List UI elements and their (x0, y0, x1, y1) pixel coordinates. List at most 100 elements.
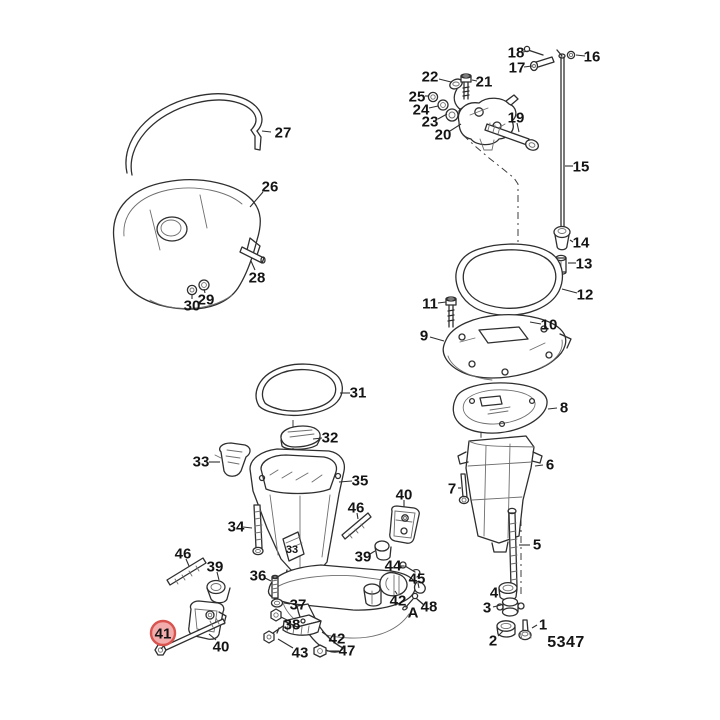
callout-number: 40 (396, 486, 413, 503)
callout-14[interactable]: 14 (569, 234, 590, 251)
callout-number: 23 (422, 113, 439, 130)
callout-number: 21 (476, 73, 493, 90)
callout-12[interactable]: 12 (561, 286, 593, 303)
callout-number: 33 (193, 453, 210, 470)
callout-10[interactable]: 10 (529, 316, 557, 333)
callout-number: 22 (422, 68, 439, 85)
callout-42[interactable]: 42 (390, 590, 407, 609)
callout-13[interactable]: 13 (568, 255, 592, 272)
callout-number: 46 (175, 545, 192, 562)
callout-19[interactable]: 19 (508, 109, 525, 133)
callout-7[interactable]: 7 (448, 480, 461, 497)
callout-35[interactable]: 35 (338, 472, 368, 489)
callout-40[interactable]: 40 (208, 633, 229, 655)
callout-number: 46 (348, 499, 365, 516)
callout-number: 37 (290, 596, 307, 613)
callout-23[interactable]: 23 (422, 113, 448, 130)
leader-line (208, 633, 217, 641)
callout-number: 20 (435, 126, 452, 143)
leader-line (471, 79, 478, 82)
callout-number: 42 (329, 630, 346, 647)
callout-34[interactable]: 34 (228, 518, 253, 535)
parts-drawing (112, 45, 576, 658)
callout-16[interactable]: 16 (575, 48, 600, 65)
callout-39[interactable]: 39 (355, 548, 376, 565)
leader-line (534, 464, 544, 467)
callout-number: 45 (409, 570, 426, 587)
callout-28[interactable]: 28 (249, 260, 266, 286)
leader-line (498, 589, 501, 593)
callout-31[interactable]: 31 (340, 384, 366, 401)
callout-11[interactable]: 11 (422, 295, 447, 312)
callout-33[interactable]: 33 (193, 453, 220, 470)
highlight-circle (149, 619, 177, 647)
callout-4[interactable]: 4 (490, 584, 501, 601)
callout-number: 36 (250, 567, 267, 584)
callout-number: 9 (420, 327, 428, 344)
callout-number: 43 (292, 644, 309, 661)
callout-8[interactable]: 8 (547, 399, 568, 416)
callout-30[interactable]: 30 (184, 294, 201, 314)
callout-number: 26 (262, 178, 279, 195)
callout-43[interactable]: 43 (277, 638, 309, 661)
callout-number: 8 (560, 399, 568, 416)
part-shift-linkage (427, 45, 576, 232)
callout-32[interactable]: 32 (312, 429, 339, 446)
leader-line (280, 616, 288, 621)
leader-line (283, 602, 291, 605)
callout-39[interactable]: 39 (207, 558, 224, 581)
leader-line (429, 336, 445, 342)
callout-37[interactable]: 37 (283, 596, 307, 613)
callout-44[interactable]: 44 (385, 557, 404, 574)
callout-number: 29 (198, 291, 215, 308)
callout-number: 1 (539, 616, 547, 633)
callout-number: 30 (184, 297, 201, 314)
callout-27[interactable]: 27 (261, 124, 291, 141)
leader-line (575, 54, 586, 57)
leader-line (216, 571, 220, 581)
callout-6[interactable]: 6 (534, 456, 554, 473)
callout-45[interactable]: 45 (409, 570, 426, 589)
callout-20[interactable]: 20 (435, 123, 462, 143)
callout-A[interactable]: A (408, 604, 419, 621)
callout-15[interactable]: 15 (565, 158, 589, 175)
callout-3[interactable]: 3 (483, 599, 502, 616)
callout-42[interactable]: 42 (321, 630, 346, 647)
leader-line (261, 130, 272, 133)
callout-1[interactable]: 1 (531, 616, 547, 633)
callout-2[interactable]: 2 (489, 630, 504, 649)
callout-22[interactable]: 22 (422, 68, 452, 85)
callout-36[interactable]: 36 (250, 567, 272, 584)
leader-line (531, 624, 538, 629)
callout-24[interactable]: 24 (413, 101, 439, 118)
part-cowl-seal (125, 93, 263, 176)
callout-9[interactable]: 9 (420, 327, 445, 344)
callout-40[interactable]: 40 (396, 486, 413, 507)
callout-number: 41 (155, 625, 172, 642)
callout-33[interactable]: 33 (286, 544, 298, 556)
part-exhaust-plate (452, 382, 548, 434)
callout-number: 48 (421, 598, 438, 615)
callout-41[interactable]: 41 (149, 619, 177, 650)
callout-47[interactable]: 47 (327, 642, 355, 659)
callout-48[interactable]: 48 (417, 598, 438, 615)
callout-number: 18 (508, 44, 525, 61)
callout-46[interactable]: 46 (348, 499, 365, 520)
leader-line (492, 604, 502, 608)
part-mounts-left (154, 504, 264, 656)
callout-46[interactable]: 46 (175, 545, 192, 567)
callout-29[interactable]: 29 (198, 288, 215, 308)
leader-line (417, 599, 424, 605)
callout-17[interactable]: 17 (509, 59, 533, 76)
callout-number: 24 (413, 101, 430, 118)
leader-line (438, 78, 452, 83)
callout-5[interactable]: 5 (519, 536, 541, 553)
callout-26[interactable]: 26 (249, 178, 279, 208)
callout-21[interactable]: 21 (471, 73, 493, 90)
callout-38[interactable]: 38 (280, 616, 301, 633)
callout-25[interactable]: 25 (409, 88, 429, 105)
leader-line (428, 105, 439, 109)
callout-number: 32 (322, 429, 339, 446)
callout-number: 38 (284, 616, 301, 633)
callout-18[interactable]: 18 (508, 44, 529, 61)
